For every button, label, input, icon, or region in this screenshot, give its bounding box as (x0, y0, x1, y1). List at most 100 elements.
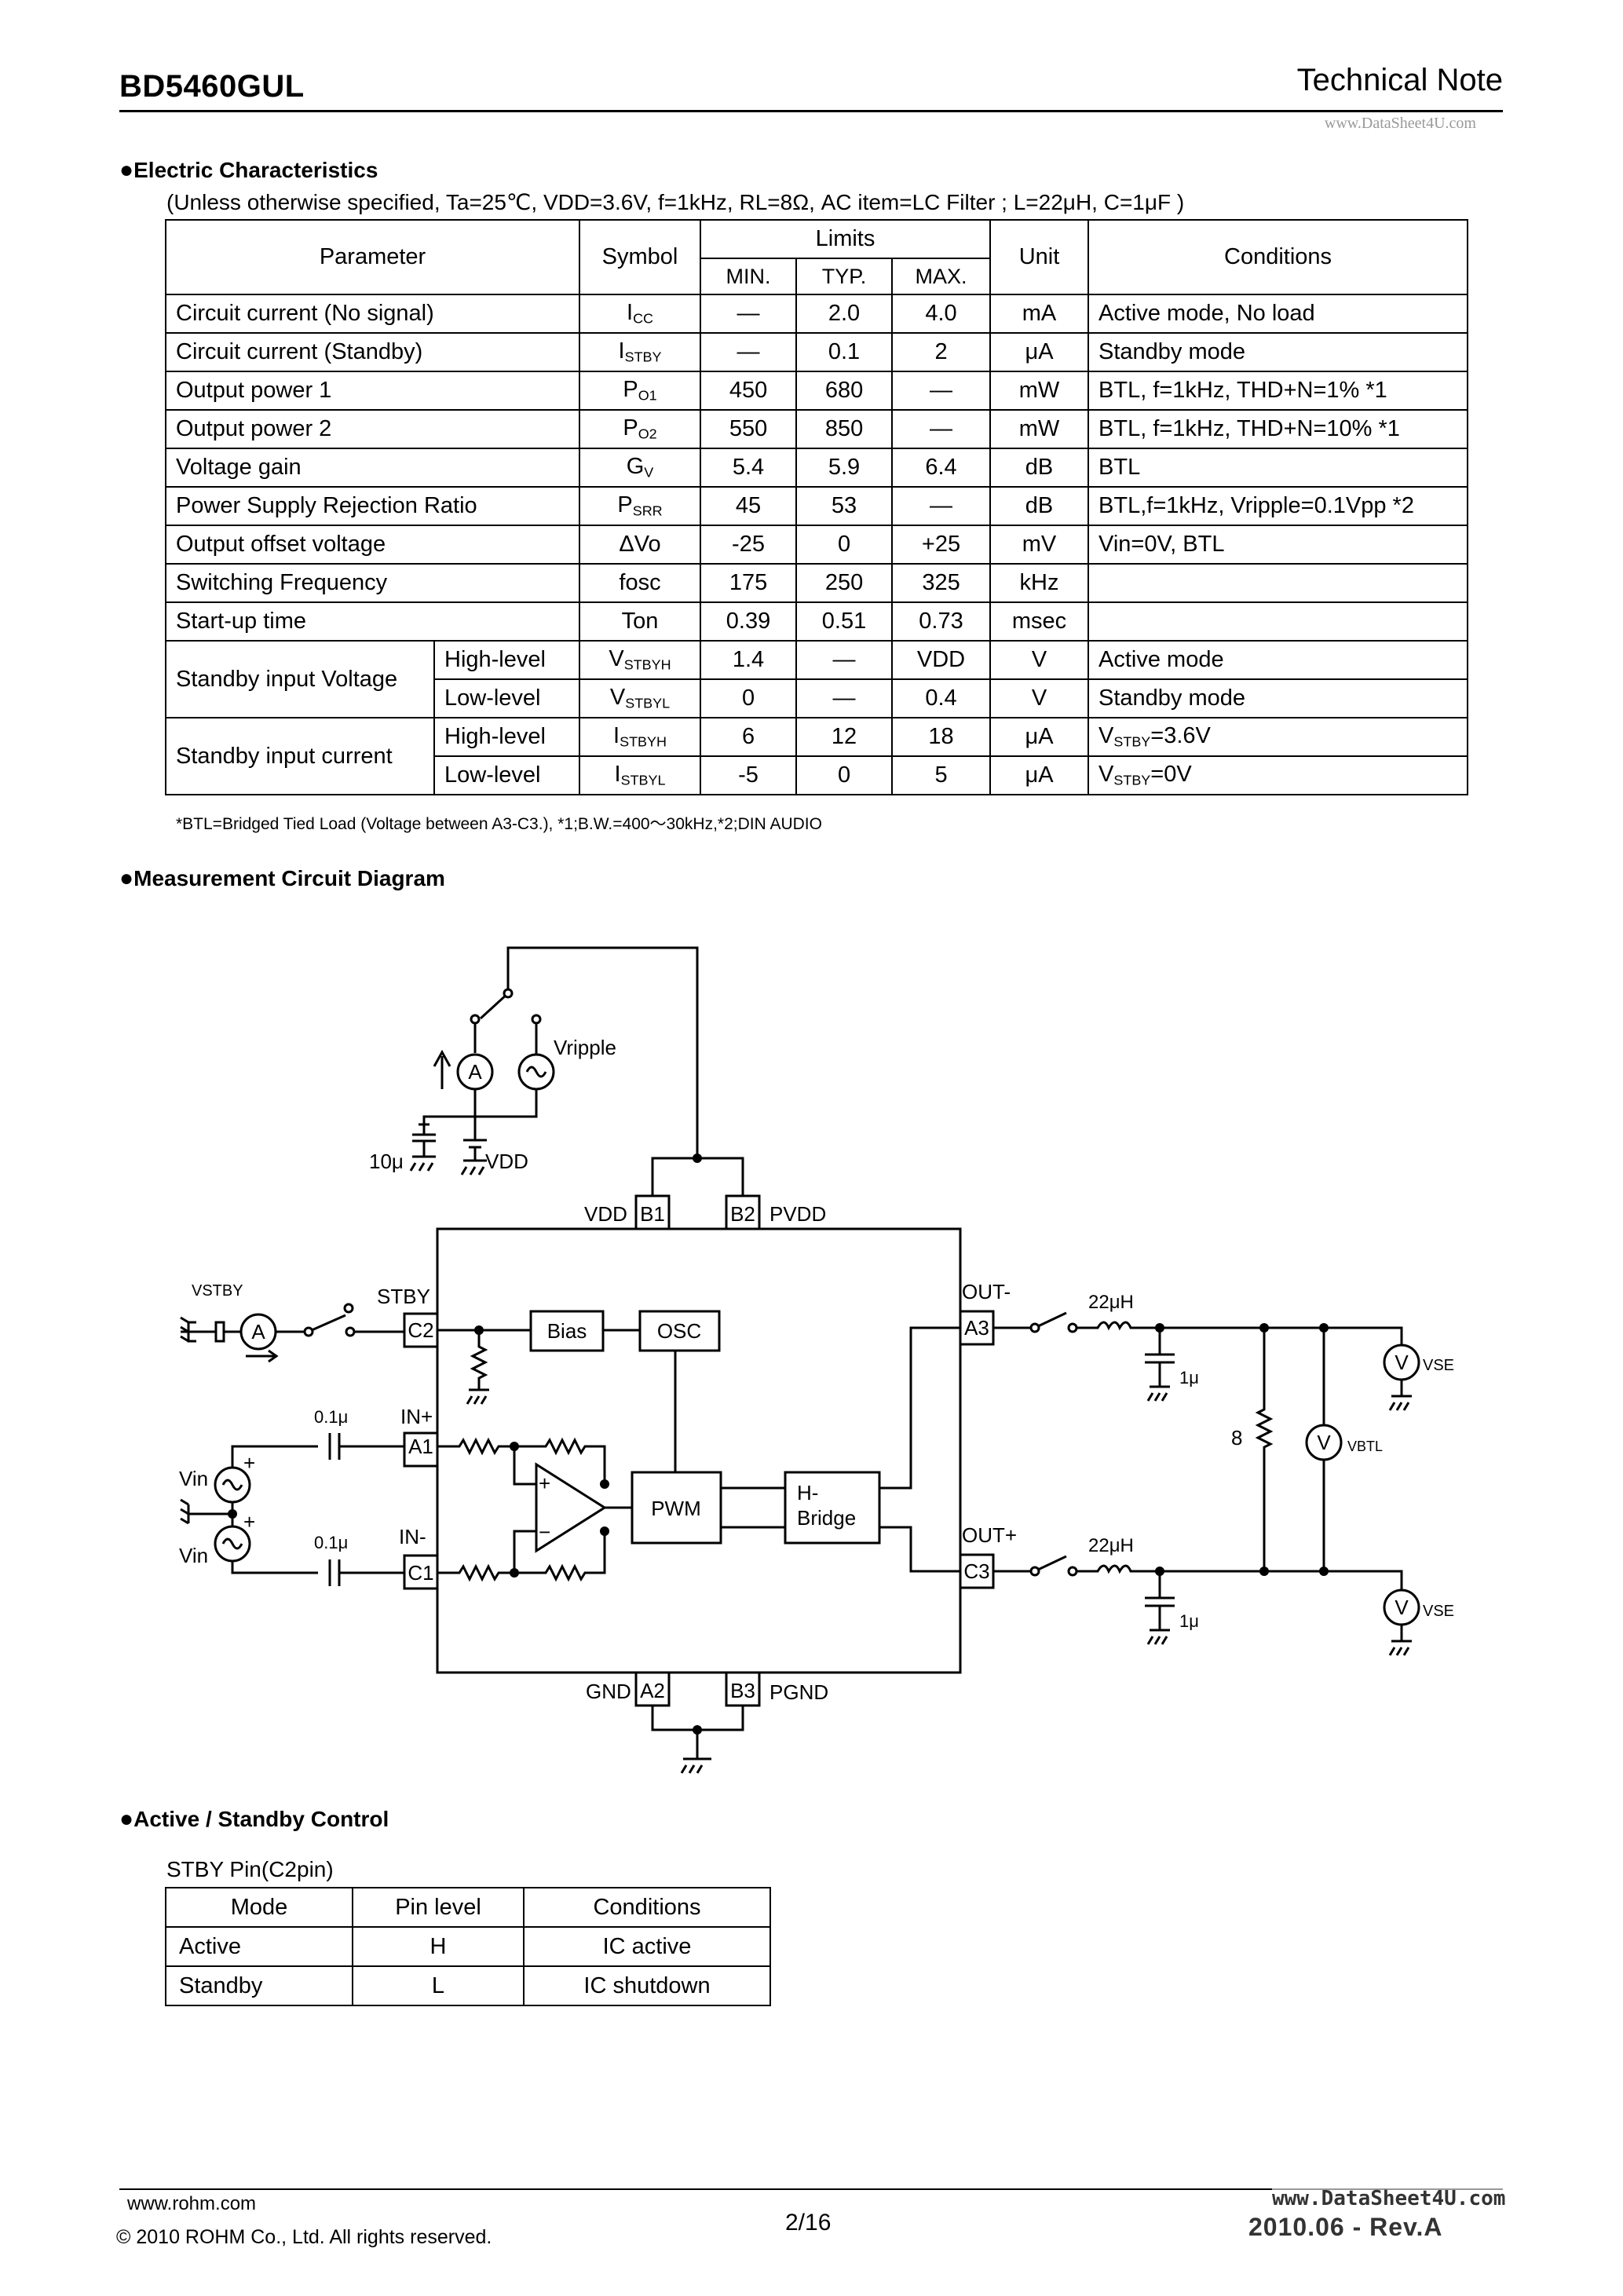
header-limits: Limits (700, 219, 992, 259)
parameter-cell: Output power 2 (164, 409, 581, 449)
min-cell: 175 (700, 563, 798, 603)
typ-cell: 2.0 (795, 294, 894, 334)
circuit-section-title: ●Measurement Circuit Diagram (119, 865, 445, 891)
symbol-cell: ISTBY (579, 332, 702, 372)
symbol-cell: ISTBYH (579, 717, 702, 757)
table-row: Active H IC active (165, 1926, 771, 1967)
conditions-cell: Active mode, No load (1087, 294, 1469, 334)
label-pwm: PWM (651, 1497, 701, 1520)
level-cell: Low-level (433, 678, 581, 718)
ammeter-icon: A (468, 1060, 482, 1084)
typ-cell: 850 (795, 409, 894, 449)
bullet-icon: ● (119, 157, 134, 183)
page-number: 2/16 (785, 2210, 832, 2236)
label-vripple: Vripple (554, 1036, 616, 1059)
symbol-cell: ΔVo (579, 525, 702, 565)
electric-section-title: ●Electric Characteristics (119, 157, 378, 183)
header-pin-level: Pin level (352, 1887, 525, 1928)
max-cell: — (891, 409, 992, 449)
symbol-cell: VSTBYH (579, 640, 702, 680)
symbol-cell: GV (579, 448, 702, 488)
header-rule (119, 110, 1503, 112)
unit-cell: mV (989, 525, 1090, 565)
symbol-subscript: O1 (638, 387, 657, 404)
label-pin-c1: C1 (408, 1561, 433, 1585)
unit-cell: mW (989, 409, 1090, 449)
label-osc: OSC (657, 1319, 701, 1343)
pin-level-cell: H (352, 1926, 525, 1967)
symbol-text: I (614, 762, 621, 788)
label-pin-pvdd: PVDD (769, 1202, 826, 1226)
conditions-cell: IC active (523, 1926, 771, 1967)
symbol-cell: fosc (579, 563, 702, 603)
footer-watermark: www.DataSheet4U.com (1272, 2187, 1506, 2210)
label-in-minus: IN- (399, 1525, 426, 1548)
label-vse-2: VSE (1423, 1603, 1454, 1620)
min-cell: — (700, 332, 798, 372)
max-cell: 18 (891, 717, 992, 757)
unit-cell: μA (989, 717, 1090, 757)
parameter-cell: Power Supply Rejection Ratio (164, 486, 581, 526)
label-pin-pgnd: PGND (769, 1680, 828, 1704)
conditions-subscript: STBY (1113, 772, 1151, 788)
label-cap-01u-2: 0.1μ (314, 1533, 348, 1552)
unit-cell: kHz (989, 563, 1090, 603)
unit-cell: dB (989, 486, 1090, 526)
conditions-text: V (1098, 762, 1114, 788)
conditions-cell: BTL, f=1kHz, THD+N=1% *1 (1087, 371, 1469, 411)
symbol-text: ΔVo (619, 532, 661, 557)
conditions-tail: =3.6V (1150, 723, 1211, 749)
typ-cell: — (795, 678, 894, 718)
typ-cell: 53 (795, 486, 894, 526)
label-vin-plus-1: + (243, 1451, 255, 1475)
level-cell: High-level (433, 717, 581, 757)
symbol-cell: PSRR (579, 486, 702, 526)
typ-cell: 12 (795, 717, 894, 757)
min-cell: 450 (700, 371, 798, 411)
voltmeter-icon: V (1395, 1351, 1409, 1374)
symbol-subscript: STBYL (625, 695, 671, 711)
label-stby: STBY (377, 1285, 430, 1308)
level-cell: Low-level (433, 755, 581, 795)
symbol-cell: Ton (579, 601, 702, 642)
unit-cell: V (989, 678, 1090, 718)
max-cell: 325 (891, 563, 992, 603)
conditions-cell (1087, 563, 1469, 603)
symbol-cell: VSTBYL (579, 678, 702, 718)
unit-cell: mW (989, 371, 1090, 411)
footer-rule (119, 2188, 1503, 2190)
bullet-icon: ● (119, 865, 134, 891)
symbol-text: P (623, 377, 638, 403)
standby-control-table: Mode Pin level Conditions Active H IC ac… (165, 1887, 771, 2006)
header-min: MIN. (700, 258, 798, 295)
label-vin-plus-2: + (243, 1510, 255, 1534)
mode-cell: Active (165, 1926, 353, 1967)
symbol-subscript: STBYH (623, 656, 671, 673)
typ-cell: 0 (795, 755, 894, 795)
conditions-cell (1087, 601, 1469, 642)
typ-cell: 5.9 (795, 448, 894, 488)
unit-cell: dB (989, 448, 1090, 488)
max-cell: 6.4 (891, 448, 992, 488)
symbol-cell: PO2 (579, 409, 702, 449)
symbol-cell: ICC (579, 294, 702, 334)
label-pin-b1: B1 (640, 1202, 665, 1226)
label-out-plus: OUT+ (962, 1523, 1017, 1547)
min-cell: 550 (700, 409, 798, 449)
part-number: BD5460GUL (119, 69, 305, 104)
pin-level-cell: L (352, 1965, 525, 2006)
min-cell: 0.39 (700, 601, 798, 642)
symbol-subscript: STBY (624, 349, 662, 365)
parameter-cell: Start-up time (164, 601, 581, 642)
unit-cell: mA (989, 294, 1090, 334)
symbol-cell: PO1 (579, 371, 702, 411)
conditions-text: V (1098, 723, 1114, 749)
label-pin-c3: C3 (963, 1559, 989, 1583)
label-res-8: 8 (1231, 1426, 1242, 1450)
